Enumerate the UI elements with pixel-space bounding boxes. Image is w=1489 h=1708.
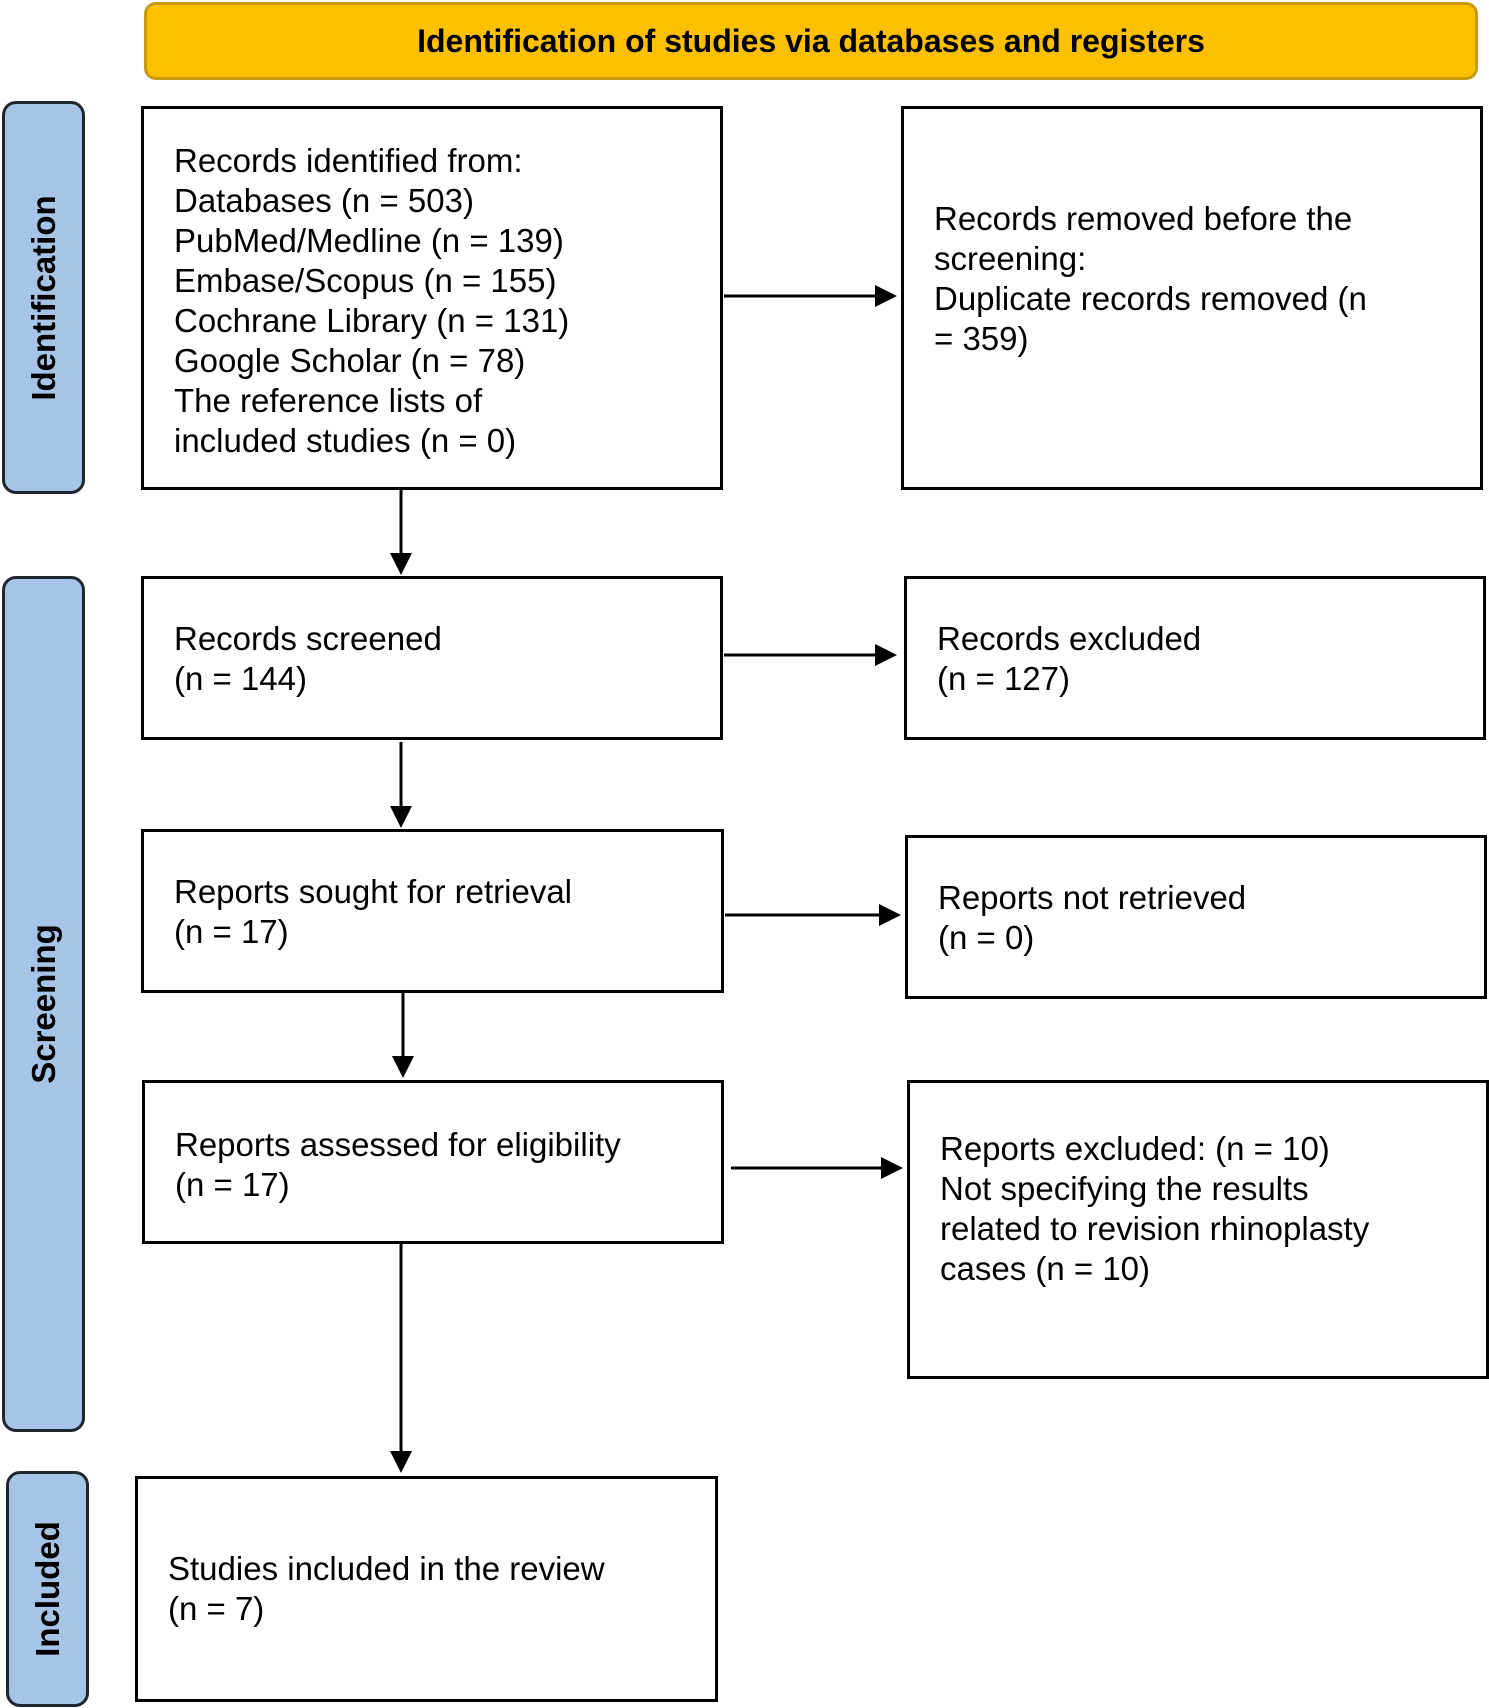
records-removed-line: = 359) <box>934 320 1029 357</box>
reports-excluded-line: Reports excluded: (n = 10) <box>940 1130 1330 1167</box>
arrowhead <box>875 644 897 666</box>
reports-not-retrieved-box: Reports not retrieved (n = 0) <box>905 835 1487 999</box>
reports-not-retrieved-count: (n = 0) <box>938 919 1035 956</box>
reports-sought-line: Reports sought for retrieval <box>174 873 573 910</box>
reports-excluded-line: cases (n = 10) <box>940 1250 1151 1287</box>
records-identified-box: Records identified from: Databases (n = … <box>141 106 723 490</box>
reports-assessed-box: Reports assessed for eligibility (n = 17… <box>142 1080 724 1244</box>
arrowhead <box>875 285 897 307</box>
records-identified-line: Google Scholar (n = 78) <box>174 342 526 379</box>
reports-excluded-line: related to revision rhinoplasty <box>940 1210 1370 1247</box>
records-excluded-box: Records excluded (n = 127) <box>904 576 1486 740</box>
phase-identification: Identification <box>2 101 85 494</box>
phase-included: Included <box>6 1471 89 1707</box>
records-identified-line: Databases (n = 503) <box>174 182 474 219</box>
records-identified-line: Cochrane Library (n = 131) <box>174 302 570 339</box>
studies-included-count: (n = 7) <box>168 1590 265 1627</box>
reports-excluded-box: Reports excluded: (n = 10) Not specifyin… <box>907 1080 1489 1379</box>
records-removed-line: screening: <box>934 240 1087 277</box>
phase-screening: Screening <box>2 576 85 1432</box>
arrowhead <box>881 1157 903 1179</box>
reports-sought-count: (n = 17) <box>174 913 289 950</box>
records-excluded-count: (n = 127) <box>937 660 1070 697</box>
records-screened-line: Records screened <box>174 620 442 657</box>
arrowhead <box>390 1451 412 1473</box>
records-removed-line: Duplicate records removed (n <box>934 280 1367 317</box>
records-identified-line: Embase/Scopus (n = 155) <box>174 262 557 299</box>
records-identified-line: The reference lists of <box>174 382 483 419</box>
records-excluded-line: Records excluded <box>937 620 1202 657</box>
header-banner: Identification of studies via databases … <box>144 2 1478 80</box>
reports-assessed-count: (n = 17) <box>175 1166 290 1203</box>
studies-included-box: Studies included in the review (n = 7) <box>135 1476 718 1702</box>
arrowhead <box>392 1056 414 1078</box>
records-identified-line: included studies (n = 0) <box>174 422 517 459</box>
reports-excluded-line: Not specifying the results <box>940 1170 1309 1207</box>
reports-not-retrieved-line: Reports not retrieved <box>938 879 1247 916</box>
arrowhead <box>390 553 412 575</box>
records-identified-line: PubMed/Medline (n = 139) <box>174 222 564 259</box>
reports-sought-box: Reports sought for retrieval (n = 17) <box>141 829 724 993</box>
header-title: Identification of studies via databases … <box>417 22 1205 59</box>
arrowhead <box>879 904 901 926</box>
arrowhead <box>390 806 412 828</box>
records-identified-line: Records identified from: <box>174 142 523 179</box>
reports-assessed-line: Reports assessed for eligibility <box>175 1126 621 1163</box>
records-screened-count: (n = 144) <box>174 660 307 697</box>
records-removed-box: Records removed before the screening: Du… <box>901 106 1483 490</box>
records-removed-line: Records removed before the <box>934 200 1353 237</box>
studies-included-line: Studies included in the review <box>168 1550 605 1587</box>
records-screened-box: Records screened (n = 144) <box>141 576 723 740</box>
